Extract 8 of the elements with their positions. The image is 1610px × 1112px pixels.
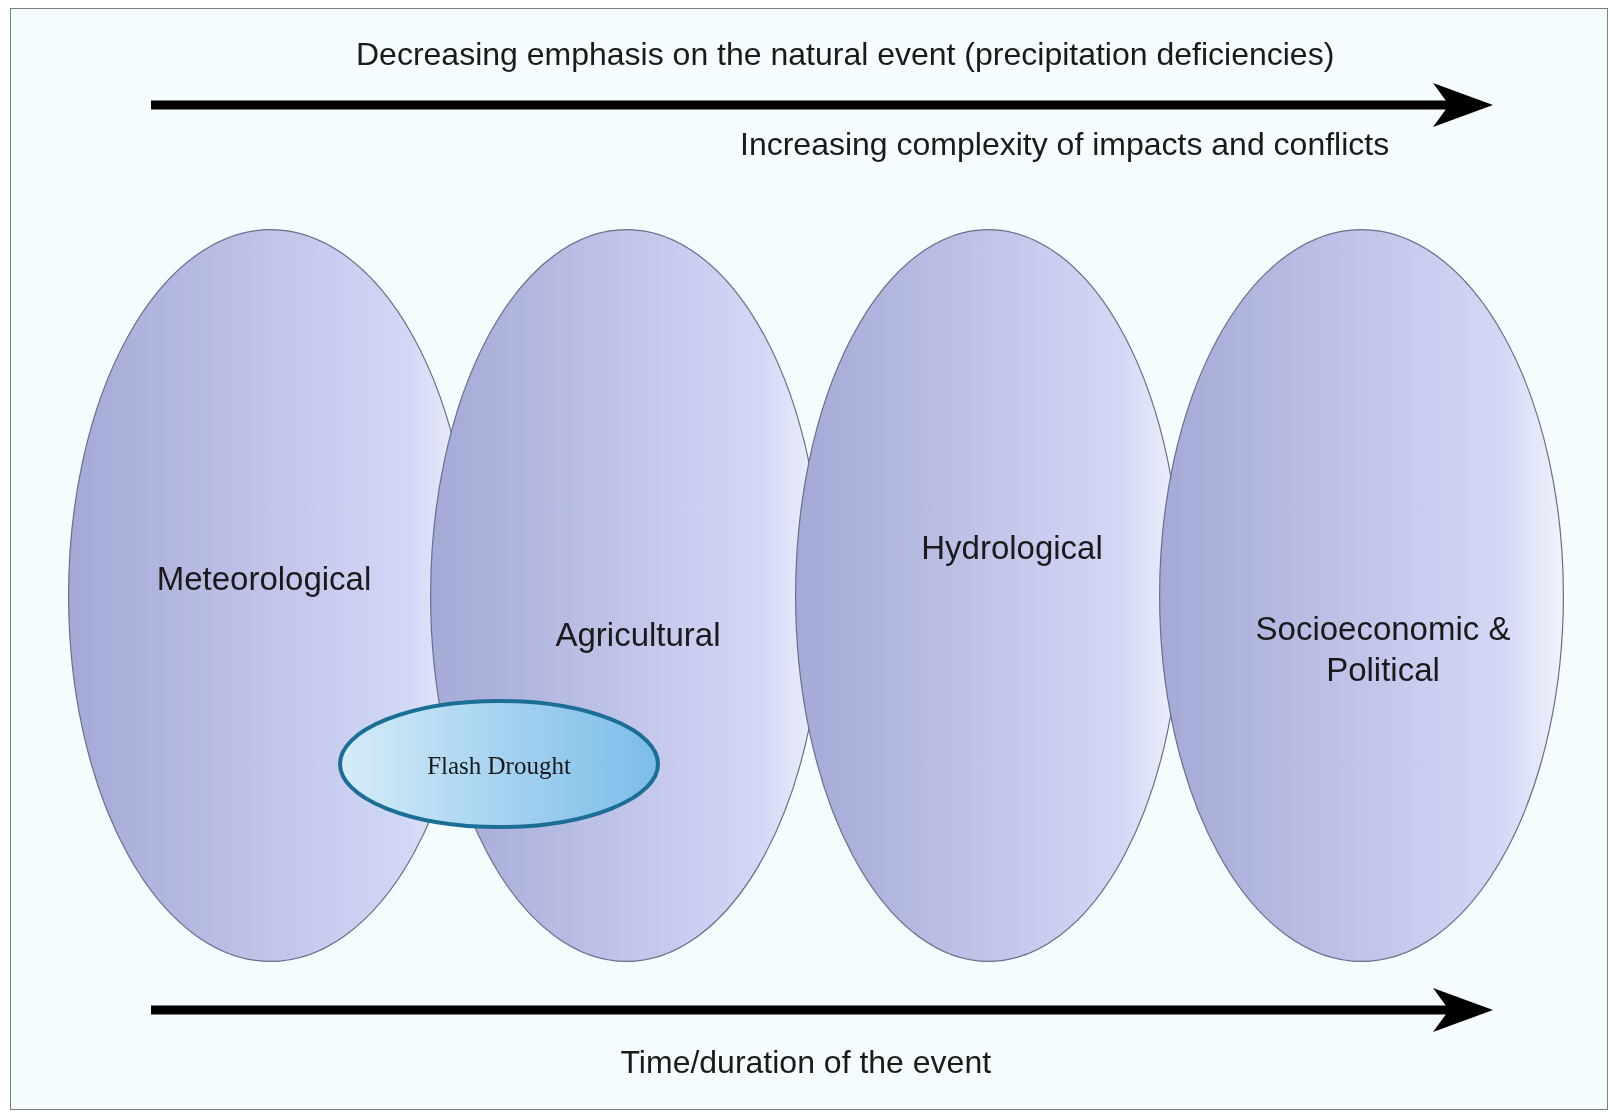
ellipse-label: Socioeconomic & Political	[1254, 608, 1512, 690]
ellipse-label: Agricultural	[555, 615, 721, 656]
ellipse-label: Meteorological	[156, 559, 372, 600]
axis-caption: Increasing complexity of impacts and conflicts	[740, 126, 1390, 163]
axis-caption: Decreasing emphasis on the natural event (precipitation deficiencies)	[356, 36, 1335, 73]
ellipse-label: Hydrological	[921, 528, 1103, 569]
ellipse-label: Flash Drought	[427, 751, 571, 782]
axis-caption: Time/duration of the event	[620, 1044, 992, 1081]
